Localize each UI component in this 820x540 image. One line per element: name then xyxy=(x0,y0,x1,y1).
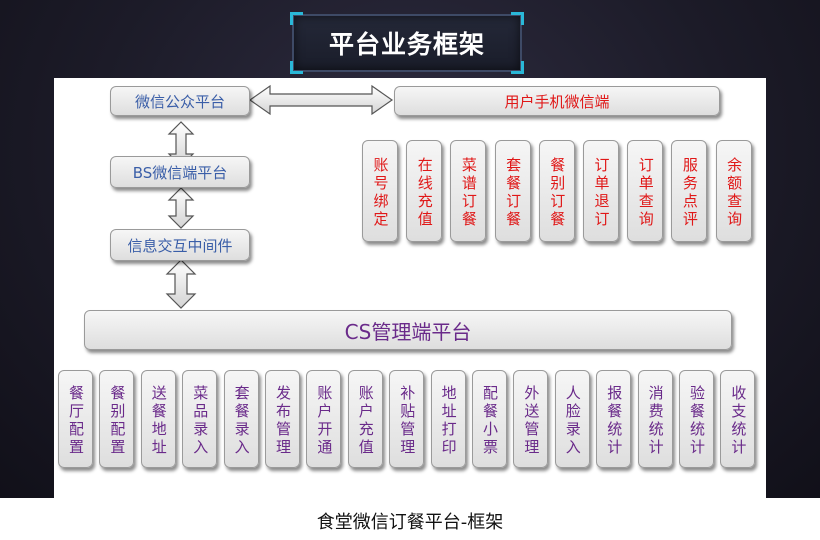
cs-function-box-label: 账户充值 xyxy=(356,384,375,457)
mobile-function-box-label: 订单退订 xyxy=(592,156,611,229)
mobile-function-box-label: 余额查询 xyxy=(725,156,744,229)
mobile-function-box-label: 菜谱订餐 xyxy=(459,156,478,229)
mobile-function-box-label: 在线充值 xyxy=(415,156,434,229)
cs-function-box: 餐厅配置 xyxy=(58,370,93,468)
cs-function-box-label: 发布管理 xyxy=(274,384,292,457)
mobile-function-box: 菜谱订餐 xyxy=(450,140,487,242)
title-corner-decoration xyxy=(511,12,524,25)
page-title: 平台业务框架 xyxy=(328,30,485,59)
diagram-canvas: 微信公众平台 BS微信端平台 信息交互中间件 用户手机微信端 账号绑定在线充值菜… xyxy=(54,78,766,498)
mobile-function-box-label: 订单查询 xyxy=(636,156,655,229)
mobile-function-box: 订单查询 xyxy=(627,140,664,242)
mobile-function-box: 余额查询 xyxy=(715,140,752,242)
cs-function-box: 补贴管理 xyxy=(389,370,425,468)
cs-function-box-label: 送餐地址 xyxy=(149,384,168,457)
cs-function-box: 地址打印 xyxy=(430,370,466,468)
connector-arrows xyxy=(165,84,394,309)
cs-function-box-label: 账户开通 xyxy=(315,384,334,457)
cs-function-box: 菜品录入 xyxy=(182,370,218,468)
cs-function-box-label: 消费统计 xyxy=(646,384,665,457)
caption: 食堂微信订餐平台-框架 xyxy=(316,512,504,533)
cs-function-box: 收支统计 xyxy=(720,370,756,468)
cs-function-box: 人脸录入 xyxy=(554,370,590,468)
cs-function-box-label: 收支统计 xyxy=(729,384,748,457)
cs-function-box-label: 报餐统计 xyxy=(605,384,624,457)
double-arrow-vertical xyxy=(165,259,197,309)
cs-function-box-label: 菜品录入 xyxy=(191,384,210,457)
user-mobile-wechat-platform: 用户手机微信端 xyxy=(394,86,720,116)
title-corner-decoration xyxy=(511,61,524,74)
double-arrow-horizontal xyxy=(248,84,394,116)
cs-function-box-label: 餐别配置 xyxy=(108,384,127,457)
mobile-function-box-label: 套餐订餐 xyxy=(504,156,523,229)
cs-function-box: 送餐地址 xyxy=(140,370,176,468)
cs-management-platform: CS管理端平台 xyxy=(84,310,732,350)
cs-function-box: 账户开通 xyxy=(306,370,342,468)
mobile-function-box: 订单退订 xyxy=(583,140,619,242)
cs-function-box: 配餐小票 xyxy=(472,370,507,468)
cs-function-box-label: 验餐统计 xyxy=(688,384,706,457)
cs-function-box: 餐别配置 xyxy=(99,370,135,468)
cs-function-box-label: 外送管理 xyxy=(522,384,541,457)
user-mobile-wechat-label: 用户手机微信端 xyxy=(504,92,610,111)
cs-function-box: 验餐统计 xyxy=(679,370,714,468)
middleware-platform-label: 信息交互中间件 xyxy=(127,236,233,255)
mobile-function-box: 服务点评 xyxy=(671,140,708,242)
cs-function-box-label: 餐厅配置 xyxy=(67,384,85,457)
title-corner-decoration xyxy=(290,61,303,74)
cs-function-box: 发布管理 xyxy=(265,370,300,468)
title-corner-decoration xyxy=(290,12,303,25)
mobile-function-box-label: 账号绑定 xyxy=(371,156,390,229)
cs-function-box: 消费统计 xyxy=(637,370,673,468)
middleware-platform: 信息交互中间件 xyxy=(110,229,250,261)
cs-function-box-label: 补贴管理 xyxy=(398,384,417,457)
mobile-function-box-label: 服务点评 xyxy=(680,156,699,229)
cs-function-box: 套餐录入 xyxy=(223,370,259,468)
double-arrow-vertical xyxy=(167,187,195,229)
cs-function-box: 外送管理 xyxy=(513,370,549,468)
cs-function-box: 账户充值 xyxy=(347,370,383,468)
cs-management-platform-label: CS管理端平台 xyxy=(344,319,472,344)
wechat-official-platform: 微信公众平台 xyxy=(110,86,250,116)
cs-function-box-label: 人脸录入 xyxy=(563,384,582,457)
mobile-function-box: 账号绑定 xyxy=(362,140,398,242)
bs-wechat-platform-label: BS微信端平台 xyxy=(132,163,228,182)
wechat-official-platform-label: 微信公众平台 xyxy=(134,92,225,111)
mobile-function-box-label: 餐别订餐 xyxy=(548,156,567,229)
page-title-box: 平台业务框架 xyxy=(290,12,524,74)
cs-function-box-label: 套餐录入 xyxy=(232,384,251,457)
bs-wechat-platform: BS微信端平台 xyxy=(110,156,250,188)
mobile-function-box: 套餐订餐 xyxy=(494,140,531,242)
cs-function-box-label: 配餐小票 xyxy=(481,384,499,457)
mobile-function-box: 餐别订餐 xyxy=(538,140,575,242)
cs-function-box-label: 地址打印 xyxy=(439,384,458,457)
mobile-function-box: 在线充值 xyxy=(406,140,443,242)
cs-function-box: 报餐统计 xyxy=(596,370,632,468)
